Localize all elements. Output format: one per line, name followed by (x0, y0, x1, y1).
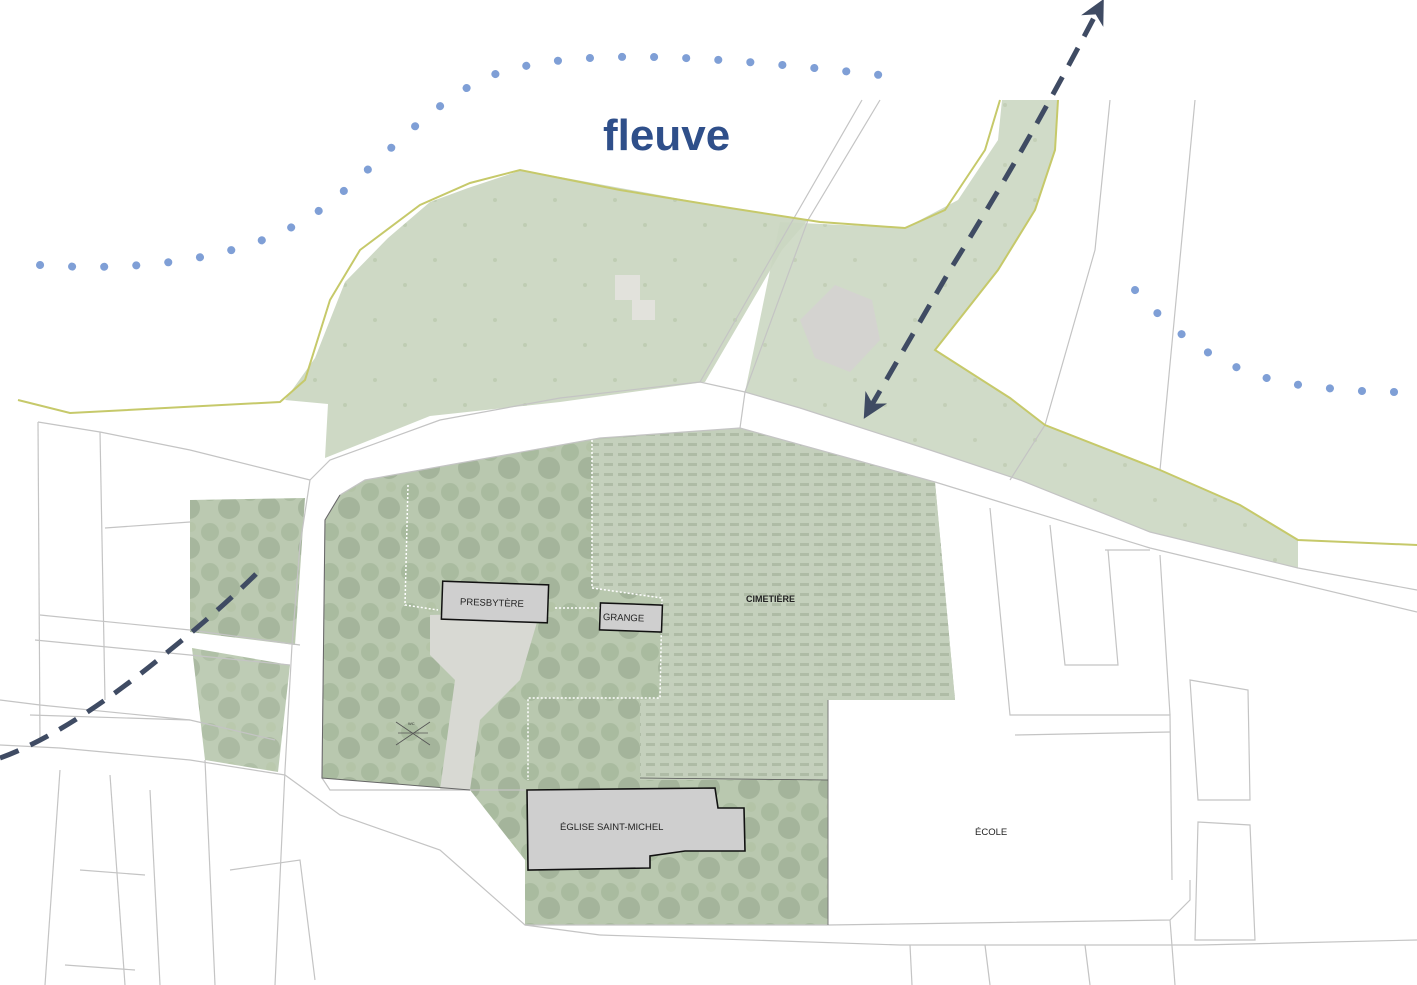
wc-icon: WC (395, 721, 431, 746)
parcel-lines (0, 99, 1417, 985)
meadow-building-area (615, 275, 655, 320)
cemetery-ground (592, 428, 955, 780)
ecole-label: ÉCOLE (975, 827, 1007, 838)
cimetiere-label: CIMETIÈRE (746, 594, 795, 604)
presbytere-label: PRESBYTÈRE (460, 597, 524, 610)
river-label: fleuve (603, 111, 730, 160)
building-presbytere[interactable]: PRESBYTÈRE (440, 580, 550, 624)
cemetery-south-line (639, 777, 829, 781)
church-courtyard (430, 612, 540, 790)
building-eglise[interactable]: ÉGLISE SAINT-MICHEL (526, 787, 746, 871)
riverside-meadow (285, 170, 808, 458)
aerial-vegetation (190, 100, 1298, 925)
wc-label: WC (408, 721, 415, 726)
river-dotted-line-east (1131, 286, 1399, 396)
path-dashed-northeast (863, 0, 1104, 419)
grange-label: GRANGE (603, 612, 645, 624)
left-garden (190, 498, 305, 645)
left-garden-south (192, 648, 290, 772)
building-grange[interactable]: GRANGE (598, 602, 664, 633)
park-outline (321, 494, 471, 791)
path-dashed-southwest (0, 570, 260, 761)
park-internal-boundaries (404, 440, 663, 780)
eglise-label: ÉGLISE SAINT-MICHEL (560, 822, 663, 833)
house-roof (800, 285, 880, 372)
